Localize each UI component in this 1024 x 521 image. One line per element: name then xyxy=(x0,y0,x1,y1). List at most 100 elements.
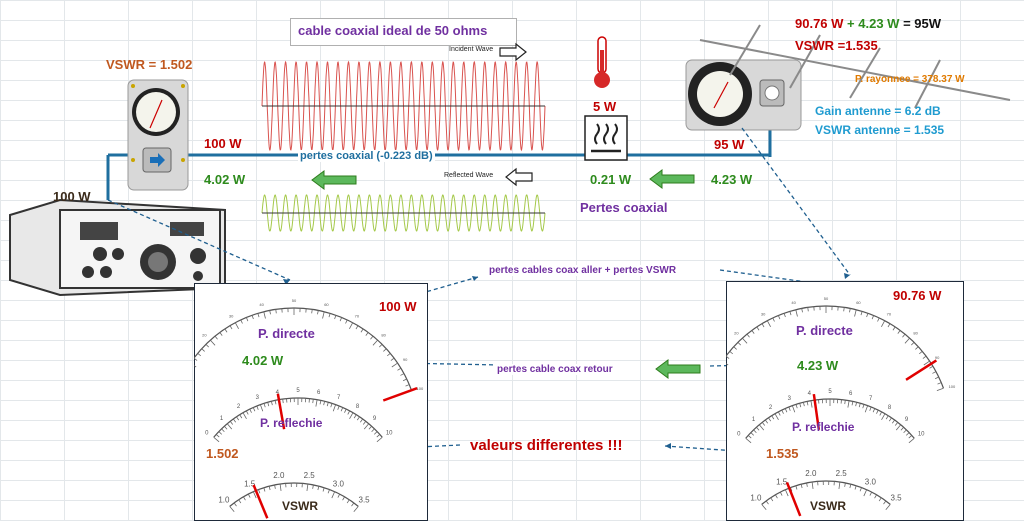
meter-needle xyxy=(254,485,268,518)
scale-tick-label: 100 xyxy=(417,386,424,391)
scale-tick-label: 10 xyxy=(386,431,393,437)
scale-tick-label: 1.0 xyxy=(750,494,762,503)
antenna-forward-label: 95 W xyxy=(714,137,744,152)
scale-tick-label: 3 xyxy=(788,396,792,402)
top-equation: 90.76 W + 4.23 W = 95W xyxy=(795,16,941,31)
right-forward-value: 90.76 W xyxy=(893,288,941,303)
scale-tick-label: 3 xyxy=(256,395,260,401)
reflected-wave-label: Reflected Wave xyxy=(444,172,493,179)
scale-tick-label: 90 xyxy=(403,357,408,362)
left-reflected-label: P. reflechie xyxy=(260,416,322,430)
right-reflected-value: 4.23 W xyxy=(797,358,838,373)
left-vswr-label: VSWR = 1.502 xyxy=(106,57,192,72)
heat-icon xyxy=(585,116,627,160)
scale-tick-label: 5 xyxy=(296,388,300,394)
scale-tick-label: 7 xyxy=(337,395,341,401)
scale-tick-label: 9 xyxy=(905,417,909,423)
meter-needle xyxy=(383,388,417,400)
left-reflected-value: 4.02 W xyxy=(242,353,283,368)
thermometer-icon xyxy=(594,37,610,88)
scale-tick-label: 2.5 xyxy=(836,469,848,478)
scale-tick-label: 3.0 xyxy=(865,477,877,486)
heat-watts-label: 5 W xyxy=(593,99,616,114)
left-vswr-meter-label: VSWR xyxy=(282,499,318,513)
scale-tick-label: 50 xyxy=(824,296,829,301)
scale-tick-label: 2.5 xyxy=(304,471,316,480)
left-forward-label: P. directe xyxy=(258,326,315,341)
scale-tick-label: 2 xyxy=(769,405,773,411)
note-diff: valeurs differentes !!! xyxy=(470,437,623,454)
tx-power-label: 100 W xyxy=(53,189,91,204)
scale-tick-label: 80 xyxy=(381,332,386,337)
scale-tick-label: 8 xyxy=(356,404,360,410)
antenna-reflected-label: 4.23 W xyxy=(711,172,752,187)
scale-tick-label: 50 xyxy=(292,298,297,303)
line-reflected-label: 4.02 W xyxy=(204,172,245,187)
incident-arrow-icon xyxy=(500,44,526,60)
scale-tick-label: 7 xyxy=(869,396,873,402)
scale-tick-label: 1.5 xyxy=(776,477,788,486)
scale-tick-label: 90 xyxy=(935,355,940,360)
scale-tick-label: 60 xyxy=(856,300,861,305)
green-arrow-note-icon xyxy=(656,360,700,378)
scale-tick-label: 9 xyxy=(373,416,377,422)
scale-tick-label: 30 xyxy=(761,312,766,317)
left-meter-scales: 01020304050607080901000123456789101.01.5… xyxy=(194,283,426,519)
scale-tick-label: 1 xyxy=(752,417,756,423)
right-forward-label: P. directe xyxy=(796,323,853,338)
right-vswr-label: VSWR =1.535 xyxy=(795,38,878,53)
scale-tick-label: 20 xyxy=(734,330,739,335)
green-arrow-mid-icon xyxy=(650,170,694,188)
scale-tick-label: 2 xyxy=(237,404,241,410)
radiated-label: P. rayonnee = 378.37 W xyxy=(855,74,965,85)
right-vswr-meter-label: VSWR xyxy=(810,499,846,513)
scale-tick-label: 70 xyxy=(887,312,892,317)
scale-tick-label: 2.0 xyxy=(273,471,285,480)
line-forward-label: 100 W xyxy=(204,136,242,151)
scale-tick-label: 70 xyxy=(355,314,360,319)
reflected-arrow-icon xyxy=(506,169,532,185)
right-vswr-value: 1.535 xyxy=(766,446,799,461)
scale-tick-label: 40 xyxy=(259,302,264,307)
scale-tick-label: 0 xyxy=(205,431,209,437)
scale-tick-label: 0 xyxy=(737,432,741,438)
scale-tick-label: 80 xyxy=(913,330,918,335)
meter-needle xyxy=(787,482,800,515)
meter-needle xyxy=(906,360,936,379)
scale-tick-label: 6 xyxy=(849,391,853,397)
scale-tick-label: 2.0 xyxy=(805,469,817,478)
incident-wave-label: Incident Wave xyxy=(449,46,493,53)
left-forward-value: 100 W xyxy=(379,299,417,314)
scale-tick-label: 30 xyxy=(229,314,234,319)
green-arrow-left-icon xyxy=(312,171,356,189)
coax-losses-label: pertes coaxial (-0.223 dB) xyxy=(298,150,435,162)
scale-tick-label: 100 xyxy=(949,384,956,389)
scale-tick-label: 6 xyxy=(317,390,321,396)
right-swr-meter-device xyxy=(686,60,801,130)
scale-tick-label: 40 xyxy=(791,300,796,305)
scale-tick-label: 3.0 xyxy=(333,479,345,488)
left-vswr-value: 1.502 xyxy=(206,446,239,461)
gain-label: Gain antenne = 6.2 dB xyxy=(815,104,941,118)
scale-tick-label: 8 xyxy=(888,405,892,411)
scale-tick-label: 1.0 xyxy=(218,496,230,505)
scale-tick-label: 1 xyxy=(220,416,224,422)
right-meter-scales: 01020304050607080901000123456789101.01.5… xyxy=(726,281,962,519)
scale-tick-label: 4 xyxy=(808,391,812,397)
reflected-loss-label: 0.21 W xyxy=(590,172,631,187)
radio-transceiver-icon xyxy=(10,200,225,295)
dash-right-device xyxy=(742,128,850,275)
scale-tick-label: 20 xyxy=(202,332,207,337)
note-forward: pertes cables coax aller + pertes VSWR xyxy=(486,265,679,276)
right-reflected-label: P. reflechie xyxy=(792,420,854,434)
ant-vswr-label: VSWR antenne = 1.535 xyxy=(815,123,944,137)
note-return: pertes cable coax retour xyxy=(494,364,616,375)
coax-label: Pertes coaxial xyxy=(580,200,667,215)
scale-tick-label: 10 xyxy=(918,432,925,438)
left-swr-meter-device xyxy=(128,80,188,190)
right-forward-arc: 0102030405060708090100 xyxy=(726,296,956,391)
scale-tick-label: 60 xyxy=(324,302,329,307)
scale-tick-label: 3.5 xyxy=(891,494,903,503)
